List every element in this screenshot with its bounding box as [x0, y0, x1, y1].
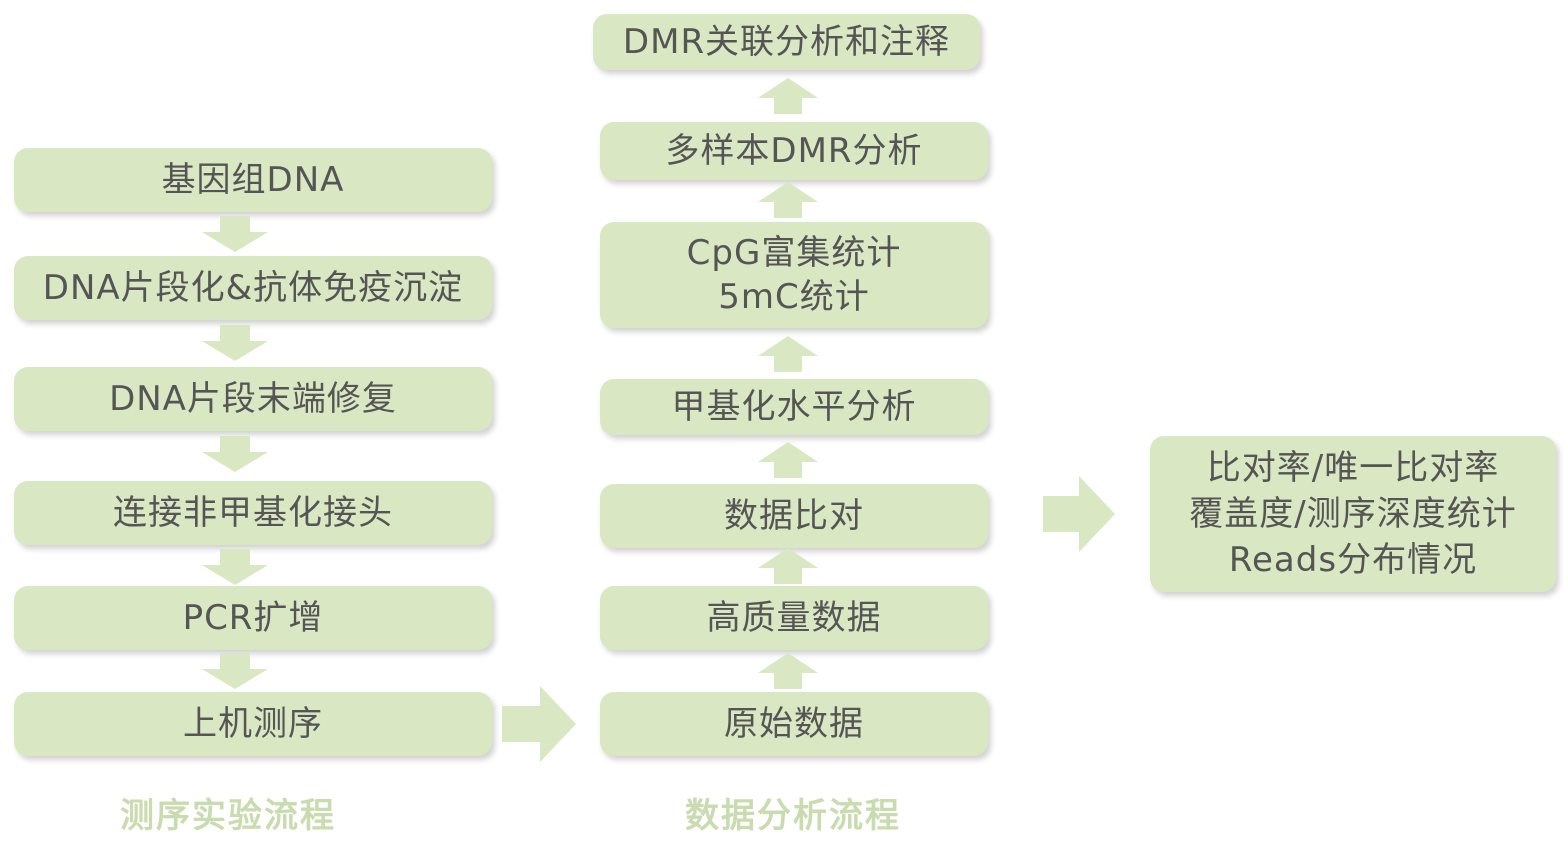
step-label: DNA片段化&抗体免疫沉淀 [42, 268, 464, 308]
step-pcr-amplification: PCR扩增 [14, 586, 492, 650]
arrow-up-icon [758, 442, 818, 478]
step-genomic-dna: 基因组DNA [14, 148, 492, 212]
arrow-right-icon [1043, 476, 1115, 552]
arrow-up-icon [758, 653, 818, 689]
alignment-stats-box: 比对率/唯一比对率 覆盖度/测序深度统计 Reads分布情况 [1150, 436, 1556, 592]
step-label: CpG富集统计 [686, 233, 902, 273]
step-adapter-ligation: 连接非甲基化接头 [14, 481, 492, 545]
arrow-up-icon [758, 182, 818, 218]
step-label: PCR扩增 [182, 598, 324, 638]
step-label: 数据比对 [724, 496, 864, 536]
step-cpg-5mc-stats: CpG富集统计 5mC统计 [600, 222, 988, 328]
stats-line: 覆盖度/测序深度统计 [1189, 494, 1517, 534]
step-end-repair: DNA片段末端修复 [14, 367, 492, 431]
step-methylation-level: 甲基化水平分析 [600, 379, 988, 435]
arrow-down-icon [202, 549, 268, 585]
step-alignment: 数据比对 [600, 484, 988, 548]
arrow-down-icon [202, 325, 268, 361]
step-multi-sample-dmr: 多样本DMR分析 [600, 122, 988, 180]
step-label: 原始数据 [724, 704, 864, 744]
arrow-up-icon [758, 336, 818, 372]
arrow-down-icon [202, 436, 268, 472]
left-flow-caption: 测序实验流程 [120, 796, 336, 836]
step-label: DNA片段末端修复 [109, 379, 397, 419]
step-raw-data: 原始数据 [600, 692, 988, 756]
stats-line: 比对率/唯一比对率 [1206, 448, 1500, 488]
step-label: 基因组DNA [161, 160, 345, 200]
step-clean-data: 高质量数据 [600, 586, 988, 650]
stats-line: Reads分布情况 [1228, 540, 1478, 580]
arrow-up-icon [758, 78, 818, 114]
step-dmr-annotation: DMR关联分析和注释 [593, 14, 980, 70]
arrow-down-icon [202, 653, 268, 689]
arrow-up-icon [758, 548, 818, 584]
step-dna-fragmentation-ip: DNA片段化&抗体免疫沉淀 [14, 256, 492, 320]
arrow-down-icon [202, 216, 268, 252]
arrow-right-icon [502, 686, 576, 762]
step-label: 多样本DMR分析 [665, 131, 923, 171]
step-label: 高质量数据 [706, 598, 882, 638]
step-label: 5mC统计 [718, 277, 870, 317]
step-label: 上机测序 [183, 704, 323, 744]
step-label: DMR关联分析和注释 [622, 22, 951, 62]
step-sequencing: 上机测序 [14, 692, 492, 756]
step-label: 甲基化水平分析 [671, 387, 917, 427]
middle-flow-caption: 数据分析流程 [685, 796, 901, 836]
step-label: 连接非甲基化接头 [113, 493, 393, 533]
